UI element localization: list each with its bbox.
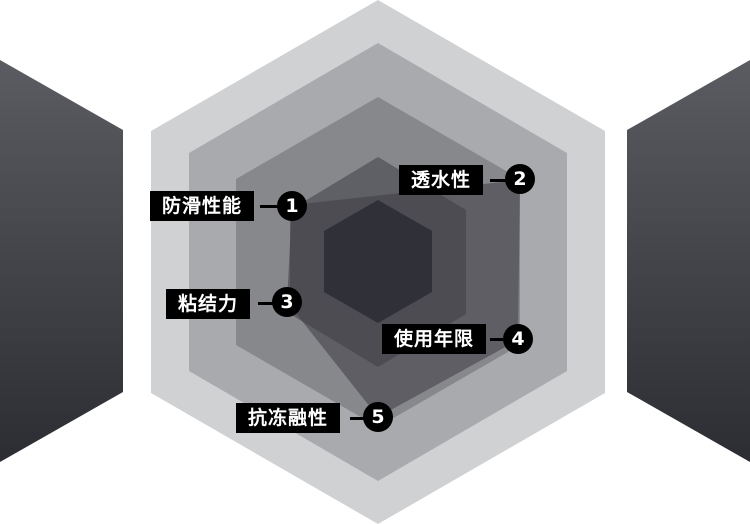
label-anti-slip: 防滑性能 bbox=[150, 191, 255, 221]
marker-2: 2 bbox=[505, 164, 535, 194]
marker-4: 4 bbox=[503, 324, 533, 354]
label-adhesion: 粘结力 bbox=[166, 289, 251, 319]
label-service-life: 使用年限 bbox=[382, 324, 487, 354]
label-permeability: 透水性 bbox=[399, 165, 484, 195]
left-side-panel bbox=[0, 60, 123, 462]
marker-5: 5 bbox=[363, 402, 393, 432]
label-freeze-thaw: 抗冻融性 bbox=[236, 403, 341, 433]
right-side-panel bbox=[627, 60, 750, 462]
hex-ring-5 bbox=[324, 200, 432, 323]
marker-3: 3 bbox=[272, 287, 302, 317]
marker-1: 1 bbox=[277, 191, 307, 221]
